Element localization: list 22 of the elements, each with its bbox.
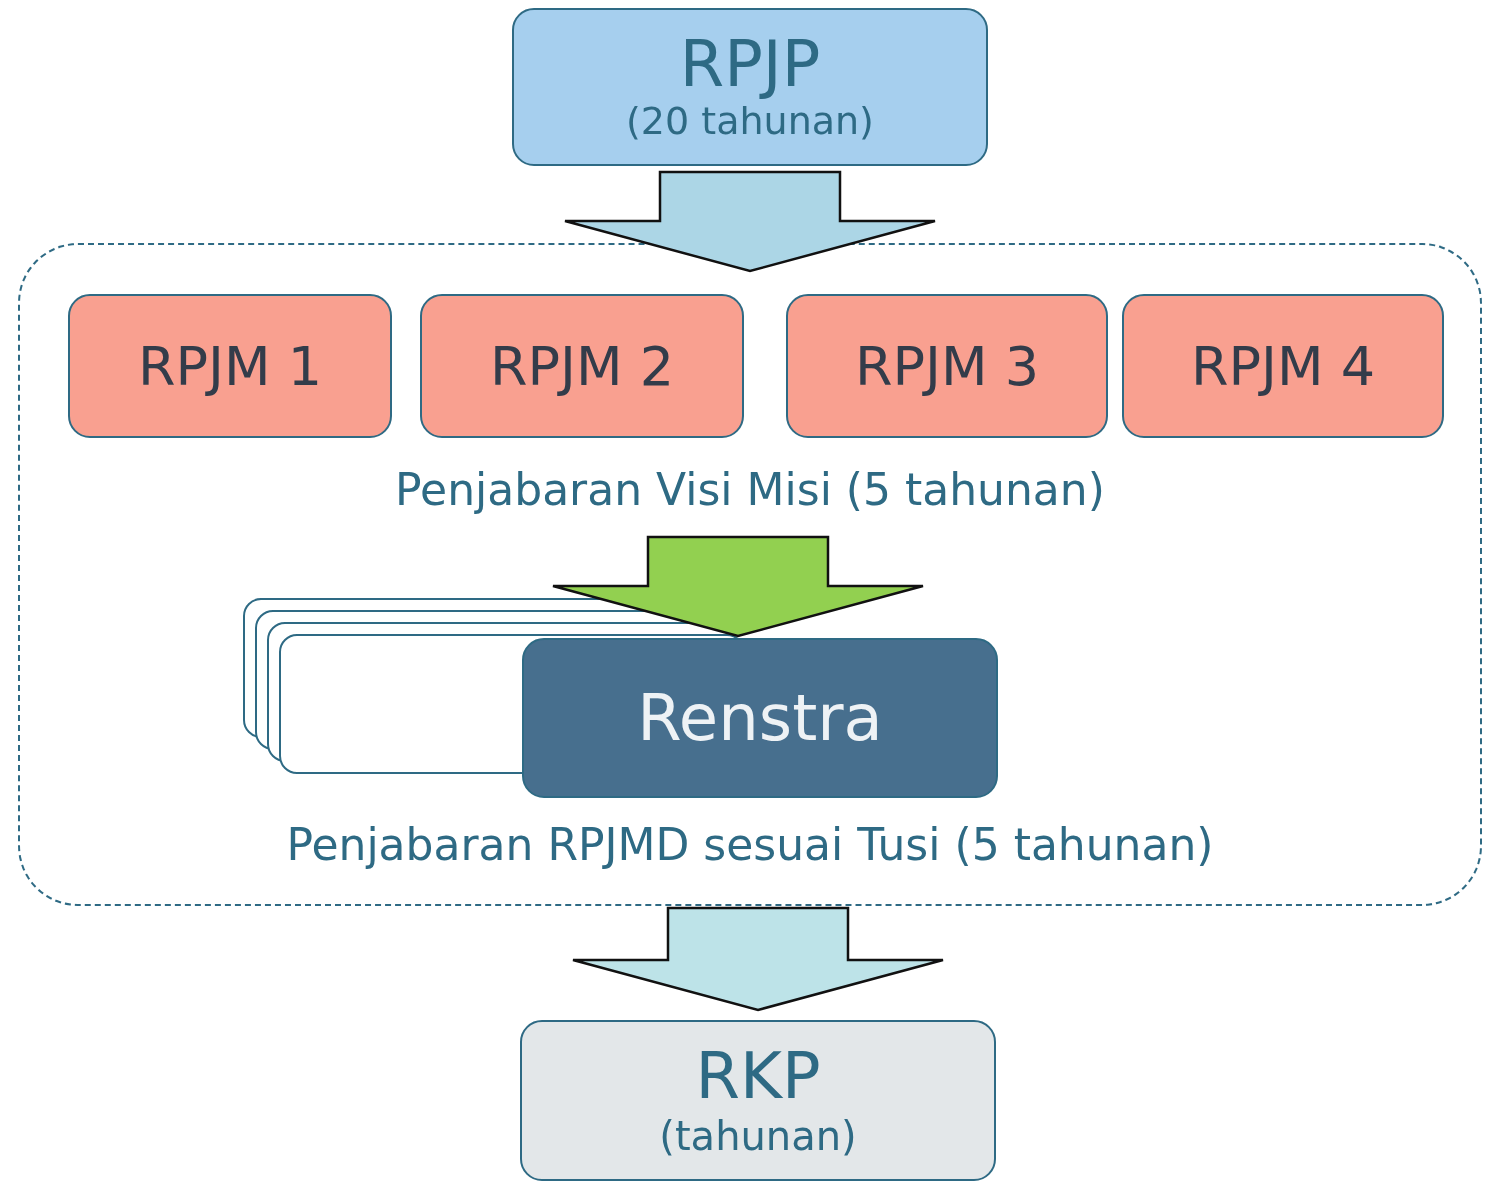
rpjm-box [420, 294, 744, 438]
rpjm-box [1122, 294, 1444, 438]
rpjp-box [512, 8, 988, 166]
rkp-box [520, 1020, 996, 1181]
block-arrow [563, 170, 937, 273]
block-arrow [571, 906, 945, 1012]
rpjm-box [68, 294, 392, 438]
box-title: RPJP [679, 29, 821, 100]
renstra-box [522, 638, 998, 798]
box-title: Renstra [637, 680, 883, 757]
box-title: RPJM 4 [1190, 333, 1376, 400]
group-caption: Penjabaran RPJMD sesuai Tusi (5 tahunan) [286, 823, 1214, 867]
group-caption: Penjabaran Visi Misi (5 tahunan) [395, 468, 1105, 512]
dashed-group-frame [18, 243, 1482, 906]
box-subtitle: (tahunan) [659, 1111, 857, 1160]
box-title: RKP [695, 1041, 821, 1112]
box-title: RPJM 3 [854, 333, 1040, 400]
block-arrow [551, 535, 925, 638]
rpjm-box [786, 294, 1108, 438]
box-title: RPJM 1 [137, 333, 323, 400]
box-subtitle: (20 tahunan) [626, 99, 874, 145]
box-title: RPJM 2 [489, 333, 675, 400]
